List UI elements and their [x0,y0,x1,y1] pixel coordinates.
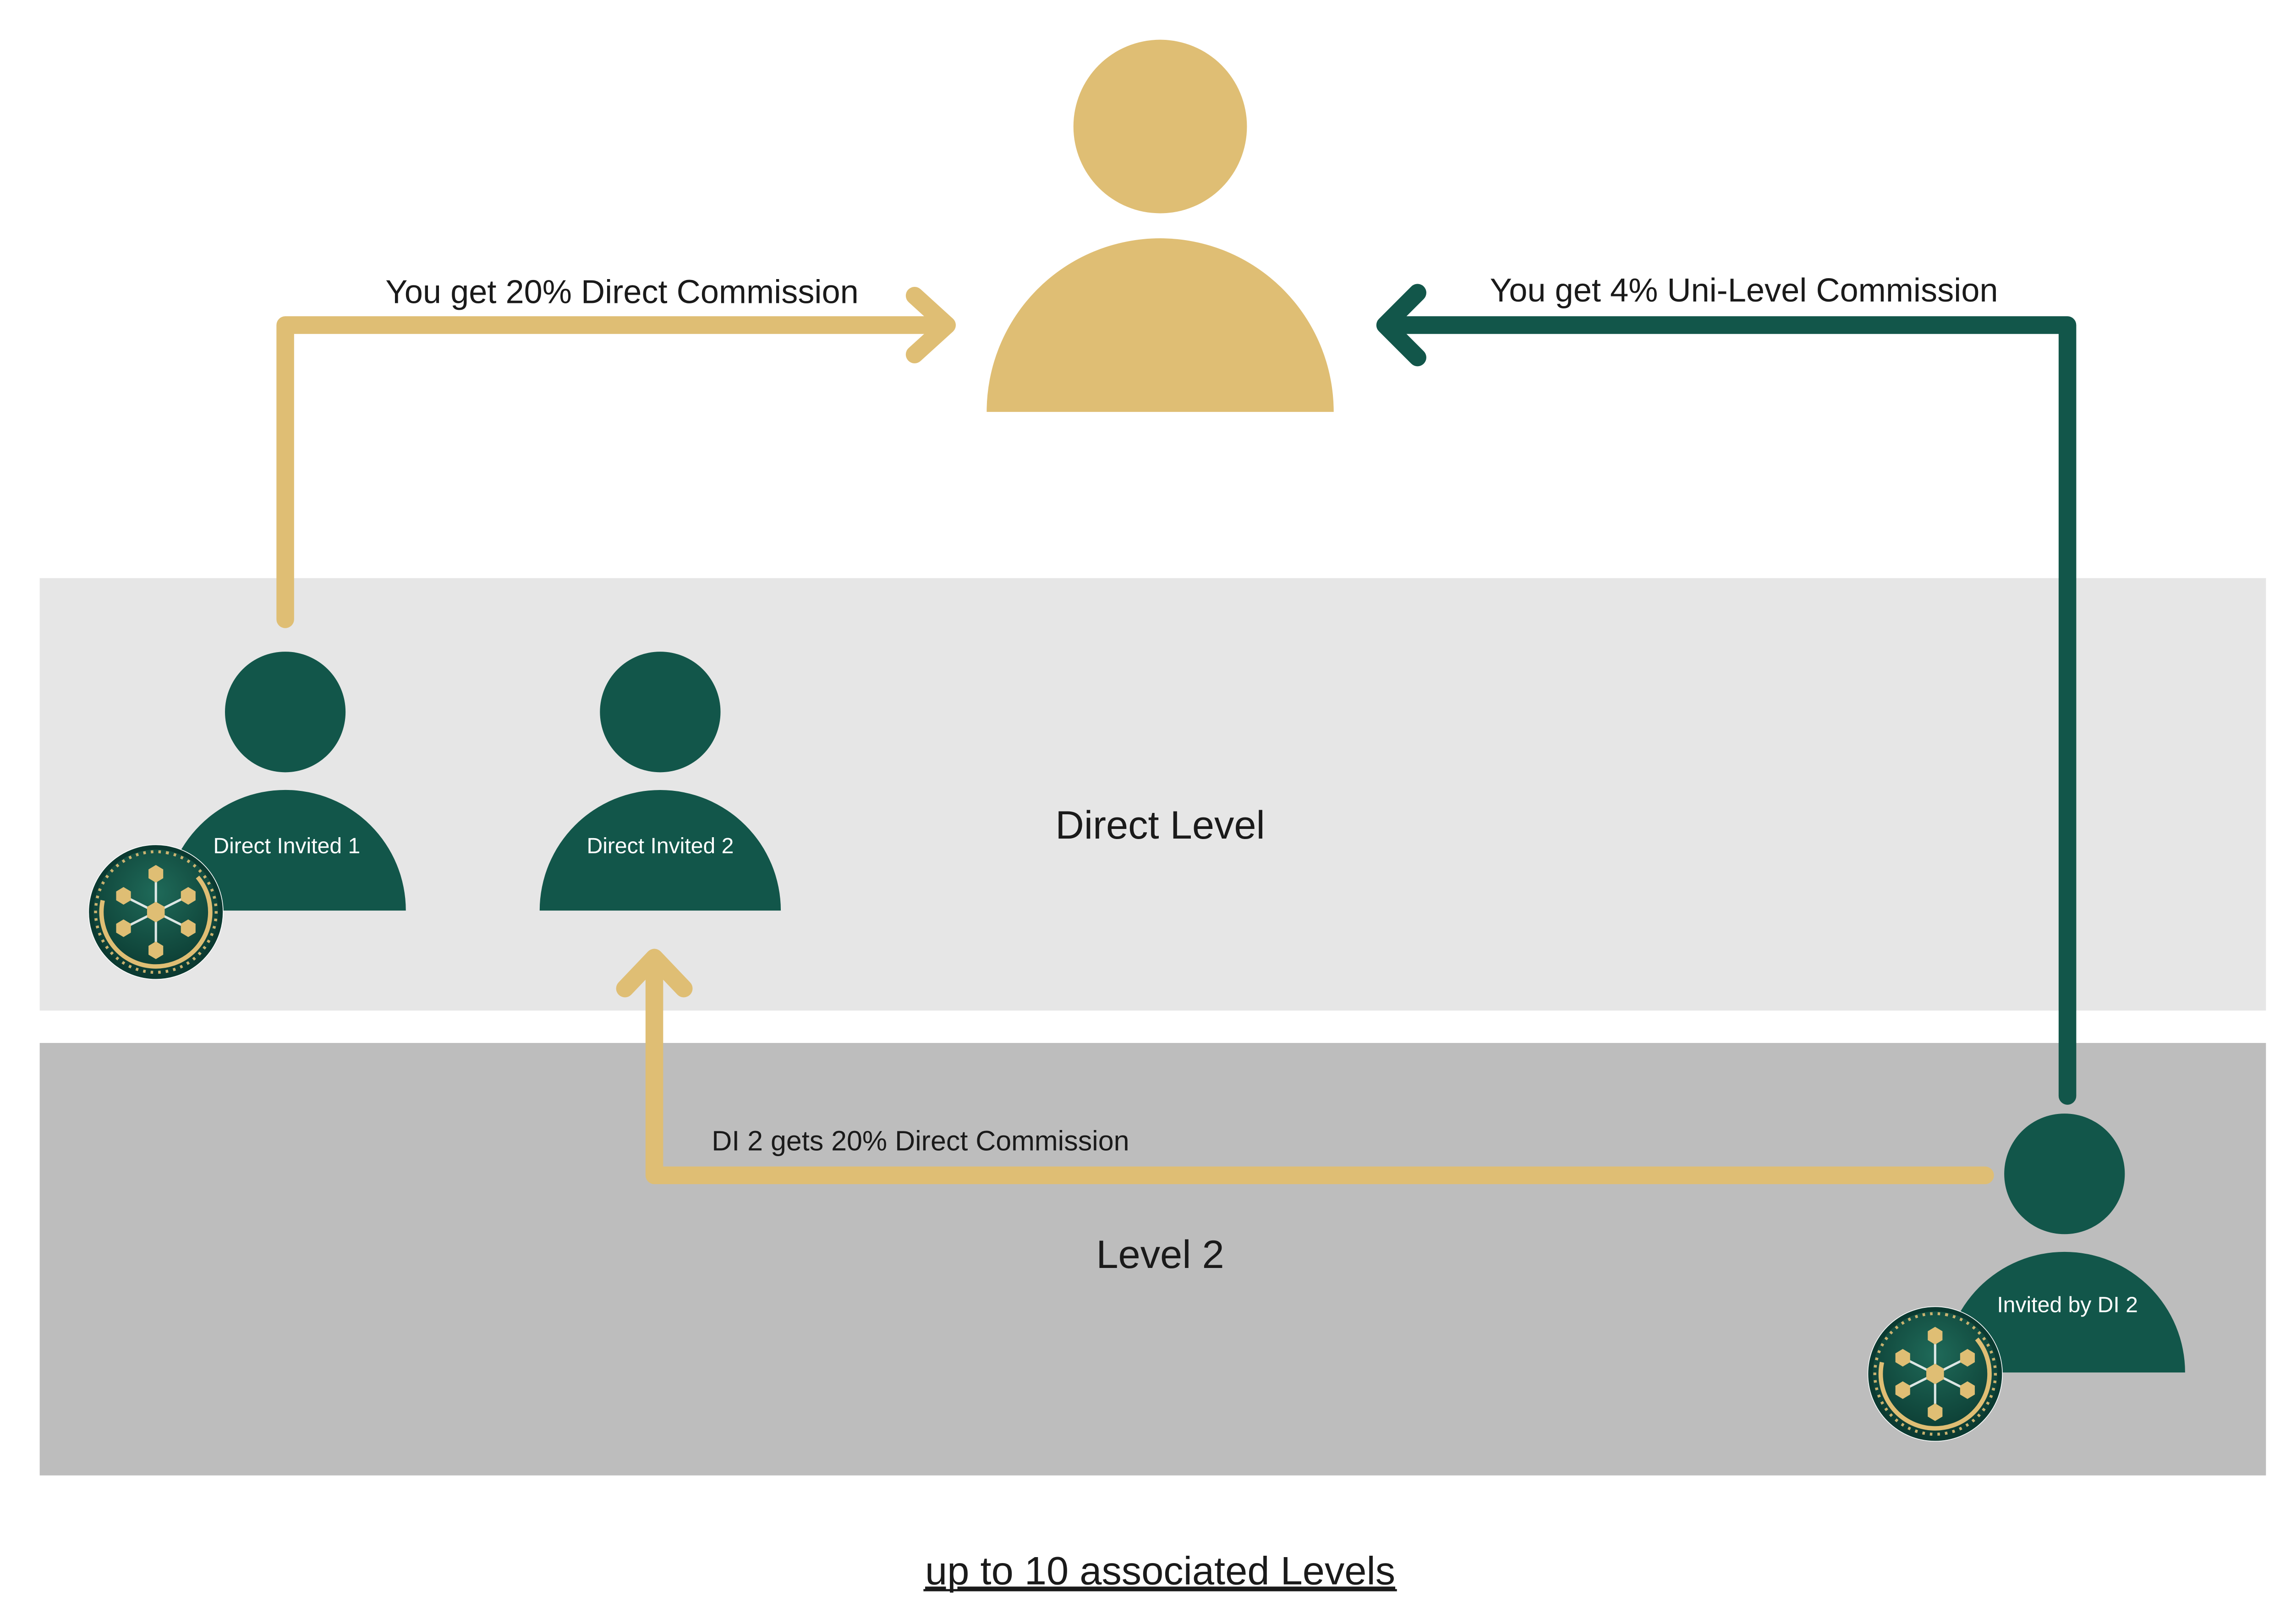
invited-by-di2-person: Invited by DI 2 [1858,1114,2185,1451]
direct-invited-2-person: Direct Invited 2 [539,652,781,911]
direct-invited-1-person: Direct Invited 1 [79,652,406,989]
direct-invited-1-label: Direct Invited 1 [213,834,360,858]
you-person-icon [987,39,1334,412]
di2-commission-label: DI 2 gets 20% Direct Commission [712,1125,1129,1156]
associated-levels-link[interactable]: up to 10 associated Levels [925,1549,1395,1593]
di2-commission-arrow [616,949,1994,1185]
invited-by-di2-label: Invited by DI 2 [1997,1292,2138,1317]
unilevel-commission-label: You get 4% Uni-Level Commission [1490,272,1998,309]
direct-commission-label: You get 20% Direct Commission [385,274,859,310]
direct-level-band [39,578,2266,1011]
direct-level-label: Direct Level [1055,803,1265,847]
unilevel-commission-arrow [1376,284,2077,1105]
direct-invited-2-label: Direct Invited 2 [586,834,734,858]
level2-label: Level 2 [1096,1233,1224,1277]
direct-commission-arrow [276,286,956,628]
